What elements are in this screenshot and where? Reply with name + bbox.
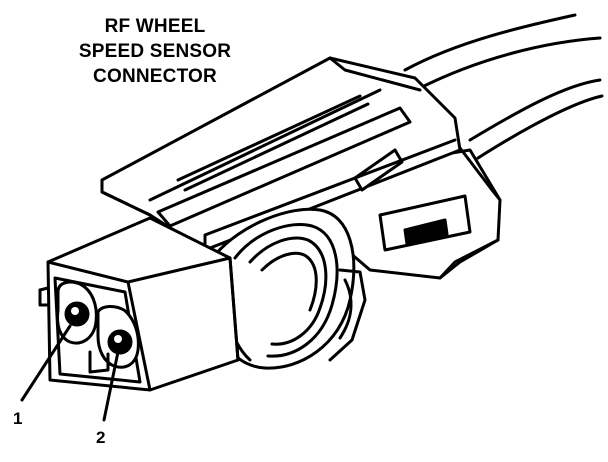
diagram-title: RF WHEEL SPEED SENSOR CONNECTOR bbox=[40, 14, 270, 89]
title-line-1: RF WHEEL bbox=[104, 16, 206, 37]
pin-2-leader bbox=[102, 350, 120, 422]
title-line-3: CONNECTOR bbox=[93, 66, 217, 87]
locking-latch bbox=[100, 56, 462, 252]
pin-2-label: 2 bbox=[96, 428, 106, 447]
title-line-2: SPEED SENSOR bbox=[78, 41, 232, 62]
pin-leader-lines bbox=[20, 324, 120, 422]
mating-face bbox=[53, 276, 142, 384]
pin-1-label: 1 bbox=[13, 409, 23, 428]
wire-harness bbox=[403, 13, 604, 160]
pin-1-leader bbox=[20, 324, 72, 402]
